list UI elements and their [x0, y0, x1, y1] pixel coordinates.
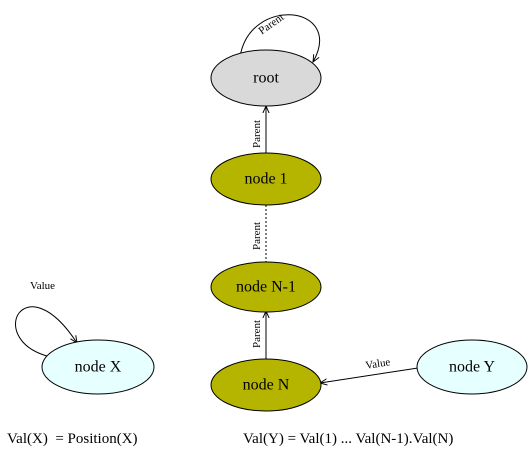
- nodeN-to-nodeN1-label: Parent: [251, 320, 263, 348]
- root-node-label: root: [253, 70, 279, 87]
- val-y-formula: Val(Y) = Val(1) ... Val(N-1).Val(N): [243, 431, 453, 447]
- node-y-label: node Y: [449, 359, 496, 376]
- node-x-shape: [41, 339, 155, 395]
- node-n: node N: [210, 358, 322, 412]
- node-x-label: node X: [75, 359, 122, 376]
- node-n-label: node N: [243, 377, 290, 394]
- node-n-shape: [210, 358, 322, 412]
- node-1: node 1: [210, 152, 322, 206]
- node1-to-root-label: Parent: [251, 120, 263, 148]
- node-n-minus-1-shape: [210, 261, 322, 313]
- node-1-shape: [210, 152, 322, 206]
- nodeX-self-loop-edge: [15, 306, 77, 357]
- val-x-formula: Val(X) = Position(X): [7, 431, 138, 447]
- node-y: node Y: [416, 339, 528, 395]
- nodeX-self-loop-label: Value: [30, 280, 55, 292]
- node-n-minus-1-label: node N-1: [236, 279, 296, 296]
- root-node-shape: [210, 49, 322, 107]
- root-self-loop-edge: [239, 14, 321, 62]
- root-node: root: [210, 49, 322, 107]
- root-self-loop-label: Parent: [256, 11, 286, 37]
- nodeY-to-nodeN-edge: [320, 367, 419, 383]
- nodeY-to-nodeN-label: Value: [365, 356, 392, 372]
- node-y-shape: [416, 339, 528, 395]
- nodeN1-to-node1-label: Parent: [251, 222, 263, 250]
- node-1-label: node 1: [244, 171, 287, 188]
- node-x: node X: [41, 339, 155, 395]
- node-n-minus-1: node N-1: [210, 261, 322, 313]
